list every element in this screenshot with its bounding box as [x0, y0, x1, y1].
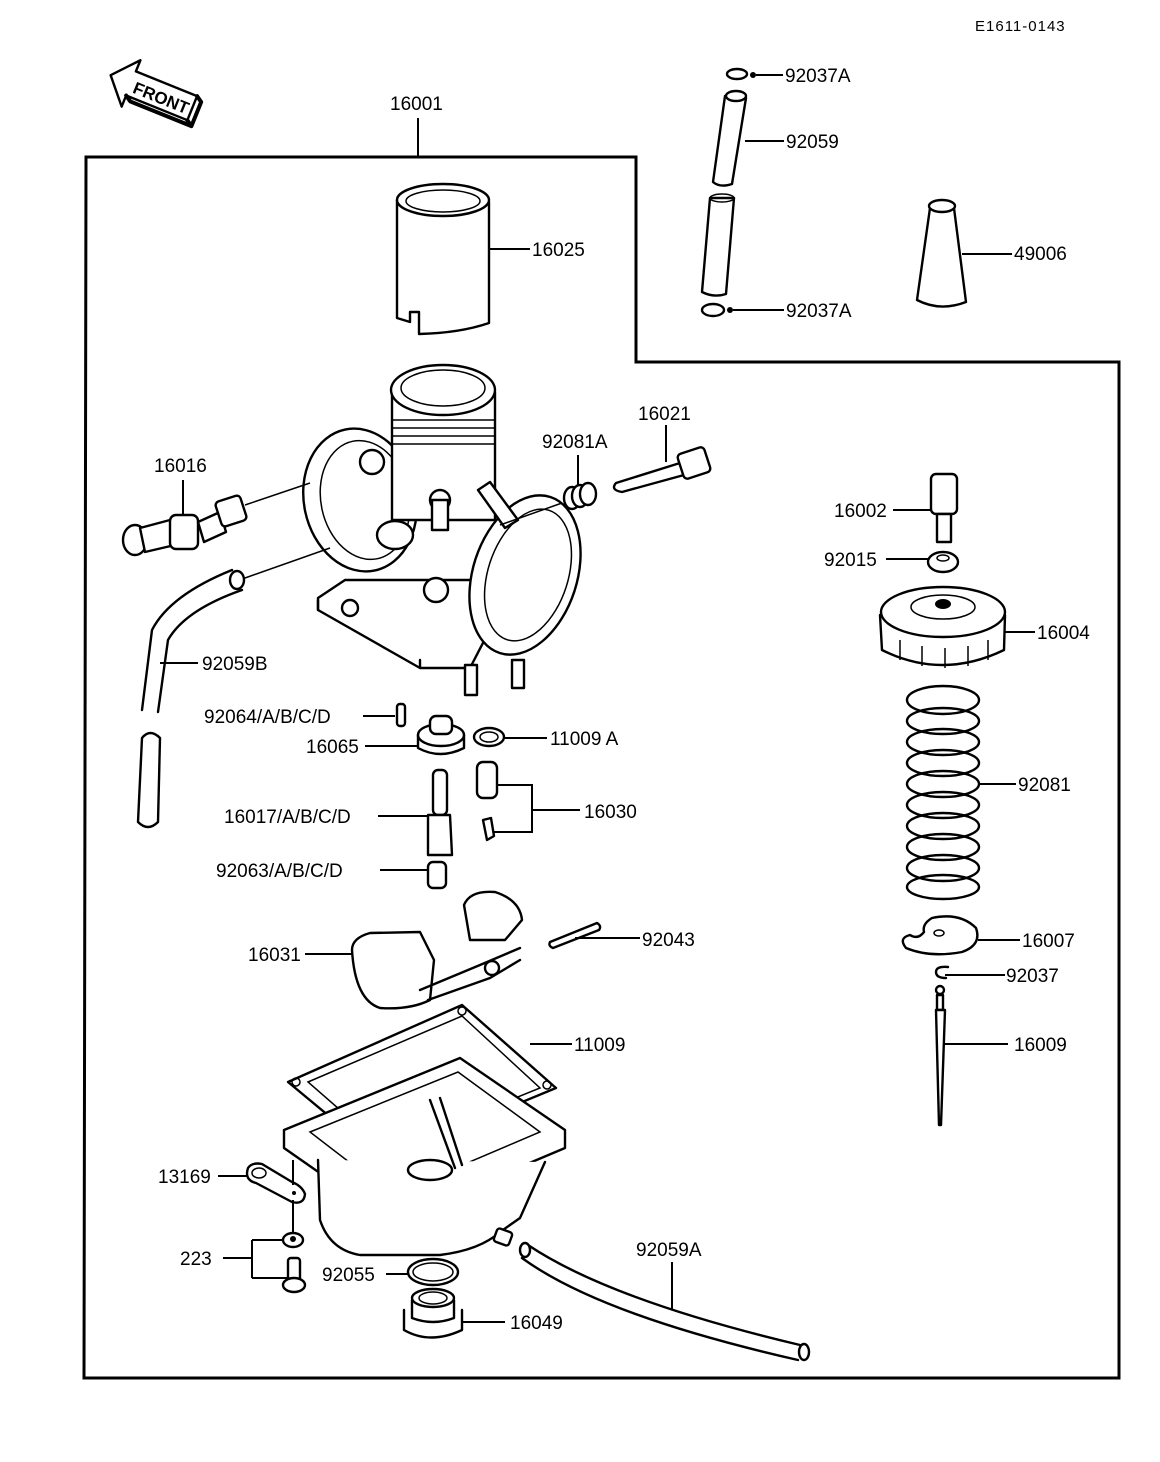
part-92064-pilot-jet: 92064/A/B/C/D — [204, 702, 407, 728]
part-92037A-clip-bottom: 92037A — [700, 301, 852, 322]
label-16065: 16065 — [306, 737, 359, 758]
part-92015-nut: 92015 — [824, 550, 960, 574]
label-92081: 92081 — [1018, 775, 1071, 796]
assembly-frame: 16001 — [82, 94, 1121, 1380]
label-92037A-top: 92037A — [785, 66, 851, 87]
label-92059A: 92059A — [636, 1240, 702, 1261]
label-11009: 11009 — [574, 1035, 625, 1056]
label-92037: 92037 — [1006, 966, 1059, 987]
label-16025: 16025 — [532, 240, 585, 261]
assembly-label: 16001 — [390, 94, 443, 115]
label-92043: 92043 — [642, 930, 695, 951]
part-16065-needle-jet-holder: 16065 — [306, 714, 466, 758]
label-16002: 16002 — [834, 501, 887, 522]
label-49006: 49006 — [1014, 244, 1067, 265]
part-16021-throttle-stop-screw: 16021 — [612, 404, 712, 494]
part-92059B-hose: 92059B — [136, 547, 331, 829]
label-92063: 92063/A/B/C/D — [216, 861, 343, 882]
part-92063-main-jet: 92063/A/B/C/D — [216, 860, 448, 890]
label-13169: 13169 — [158, 1167, 211, 1188]
part-92043-float-pin: 92043 — [548, 921, 695, 951]
part-16009-jet-needle: 16009 — [934, 984, 1067, 1127]
part-16017-needle-jet: 16017/A/B/C/D — [224, 768, 454, 857]
part-92059A-drain-hose: 92059A — [518, 1240, 811, 1362]
part-92055-o-ring: 92055 — [322, 1257, 460, 1287]
part-carburetor-body — [302, 363, 582, 697]
part-16031-float: 16031 — [248, 890, 524, 1010]
label-16021: 16021 — [638, 404, 691, 425]
part-92081-spring: 92081 — [905, 684, 1071, 901]
label-92015: 92015 — [824, 550, 877, 571]
part-16007-needle-plate: 16007 — [901, 915, 1075, 956]
label-16004: 16004 — [1037, 623, 1090, 644]
label-92059B: 92059B — [202, 654, 268, 675]
label-16017: 16017/A/B/C/D — [224, 807, 351, 828]
part-float-bowl — [282, 1056, 567, 1257]
part-16004-top-cap: 16004 — [878, 585, 1090, 668]
label-16007: 16007 — [1022, 931, 1075, 952]
label-223: 223 — [180, 1249, 212, 1270]
part-13169-bracket: 13169 — [158, 1160, 307, 1232]
label-92055: 92055 — [322, 1265, 375, 1286]
part-16016-starter-plunger: 16016 — [121, 456, 311, 557]
part-16025-throttle-valve: 16025 — [395, 182, 585, 336]
label-16031: 16031 — [248, 945, 301, 966]
label-11009A: 11009 A — [550, 729, 619, 750]
label-16049: 16049 — [510, 1313, 563, 1334]
label-16030: 16030 — [584, 802, 637, 823]
part-16002-cable-adjuster: 16002 — [834, 472, 959, 544]
label-16016: 16016 — [154, 456, 207, 477]
part-92081A-spring: 92081A — [499, 432, 608, 526]
label-16009: 16009 — [1014, 1035, 1067, 1056]
label-92081A: 92081A — [542, 432, 608, 453]
part-92037-clip: 92037 — [934, 965, 1059, 987]
part-49006-cap: 49006 — [915, 198, 1067, 308]
part-11009A-o-ring: 11009 A — [472, 726, 619, 750]
front-arrow-icon: FRONT — [109, 59, 204, 129]
part-92059-tube: 92059 — [700, 89, 839, 297]
part-16030-float-valve: 16030 — [475, 760, 637, 842]
part-16049-drain-plug: 16049 — [402, 1287, 563, 1339]
part-223-screw-washer: 223 — [180, 1231, 307, 1294]
label-92037A-bottom: 92037A — [786, 301, 852, 322]
part-92037A-clip-top: 92037A — [725, 66, 851, 87]
label-92059: 92059 — [786, 132, 839, 153]
label-92064: 92064/A/B/C/D — [204, 707, 331, 728]
figure-code: E1611-0143 — [975, 18, 1066, 35]
